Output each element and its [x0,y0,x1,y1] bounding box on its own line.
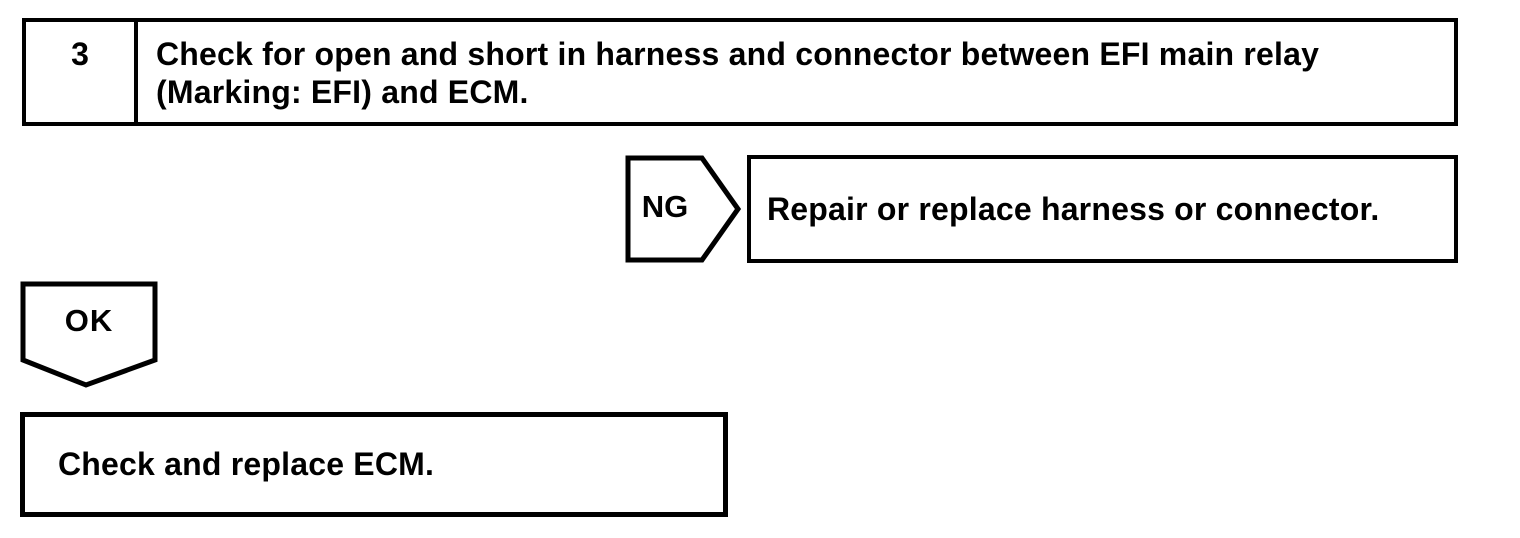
ok-arrow-pentagon-icon [20,281,158,388]
ng-label: NG [641,189,689,224]
ok-label: OK [64,303,114,338]
step-box: 3 Check for open and short in harness an… [22,18,1458,126]
ok-connector: OK [20,281,158,388]
ng-action-text: Repair or replace harness or connector. [767,190,1380,227]
ng-connector: NG [625,155,741,263]
ok-action-text: Check and replace ECM. [58,446,435,482]
ng-arrow-pentagon-icon [625,155,741,263]
step-number: 3 [26,22,138,122]
step-instruction-line-1: Check for open and short in harness and … [156,36,1320,72]
step-instruction: Check for open and short in harness and … [138,22,1454,122]
step-instruction-line-2: (Marking: EFI) and ECM. [156,74,529,110]
ng-action-box: Repair or replace harness or connector. [747,155,1458,263]
ok-action-box: Check and replace ECM. [20,412,728,517]
